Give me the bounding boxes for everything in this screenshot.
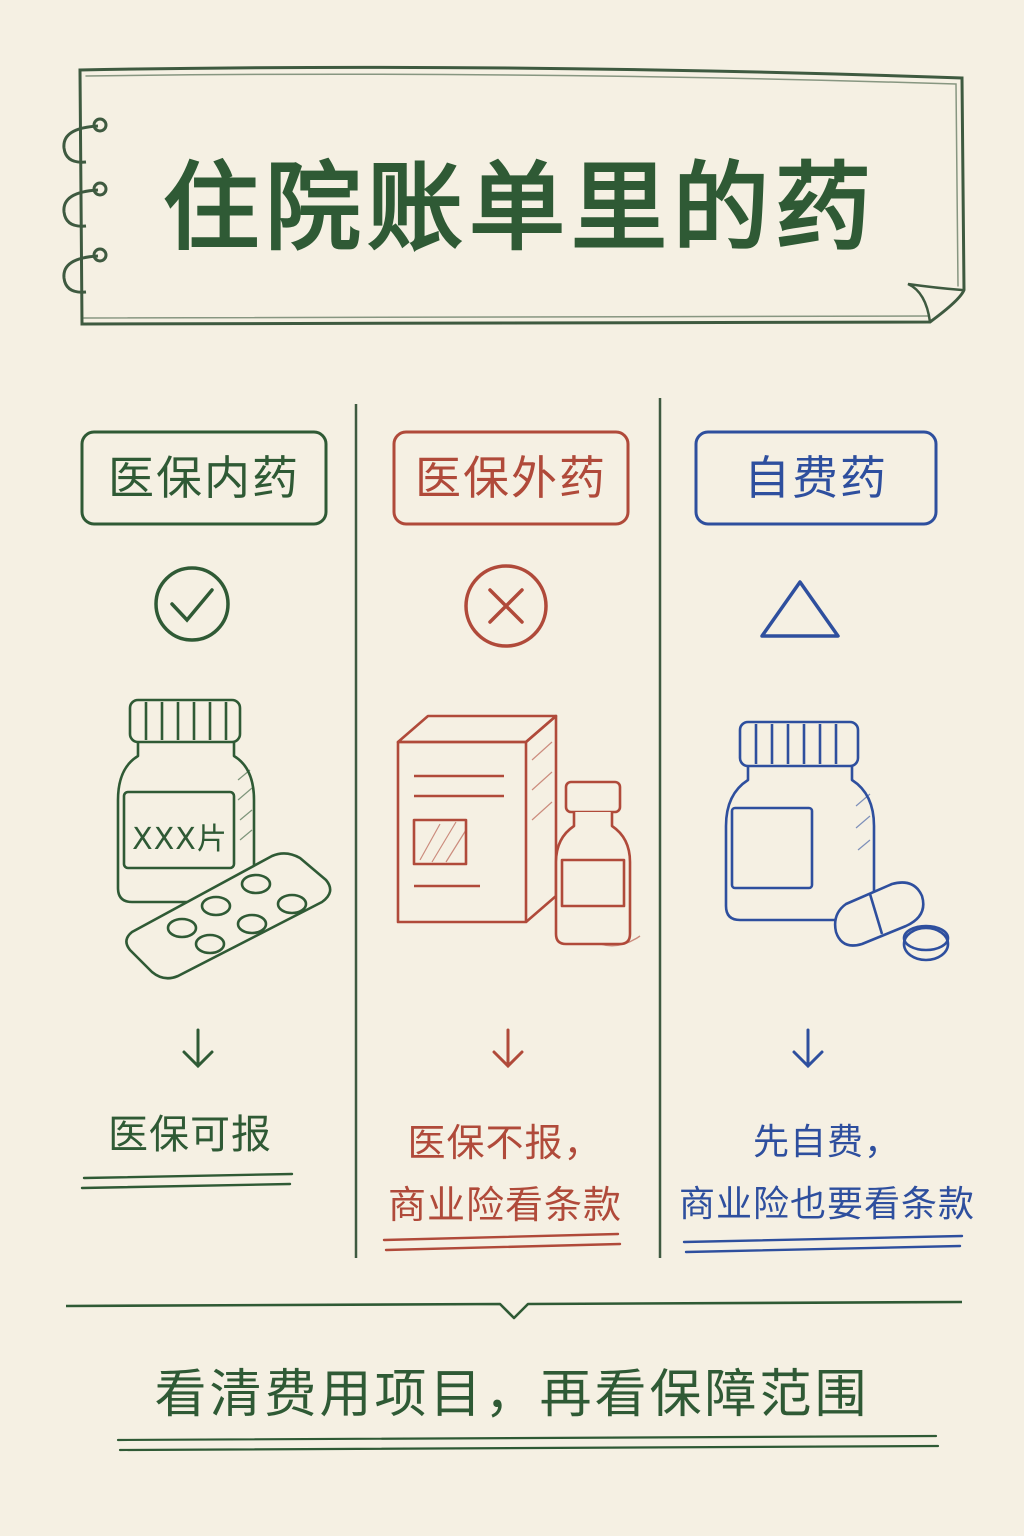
page-title: 住院账单里的药	[163, 152, 877, 264]
result-line: 先自费，	[752, 1122, 901, 1163]
result-line: 医保不报，	[407, 1121, 603, 1165]
arrow-down-icon	[182, 1028, 214, 1069]
bottle-label: XXX片	[132, 822, 228, 857]
result-underline-self-paid	[682, 1234, 964, 1254]
result-underline-insured	[80, 1172, 294, 1190]
spiral-rings-icon	[62, 117, 108, 294]
arrow-down-icon	[492, 1028, 524, 1069]
result-self-paid: 先自费， 商业险也要看条款	[672, 1112, 982, 1236]
summary-divider	[65, 1300, 963, 1320]
result-uninsured: 医保不报， 商业险看条款	[370, 1112, 640, 1236]
summary-text: 看清费用项目，再看保障范围	[154, 1365, 870, 1425]
result-line: 商业险看条款	[387, 1183, 622, 1227]
result-underline-uninsured	[382, 1232, 622, 1252]
triangle-icon	[760, 580, 840, 638]
result-line: 商业险也要看条款	[678, 1184, 975, 1225]
summary-underline	[116, 1434, 940, 1452]
arrow-down-icon	[792, 1028, 824, 1069]
category-box-self-paid	[694, 430, 938, 526]
column-dividers	[354, 398, 662, 1258]
title-card	[78, 65, 966, 326]
pill-bottle-and-capsule-icon	[724, 720, 950, 962]
category-box-insured	[80, 430, 328, 526]
category-label-uninsured: 医保外药	[415, 451, 607, 505]
medicine-box-and-vial-icon	[396, 714, 641, 947]
check-circle-icon	[154, 566, 230, 642]
cross-circle-icon	[464, 564, 548, 648]
result-insured: 医保可报	[70, 1104, 310, 1166]
category-label-insured: 医保内药	[108, 451, 300, 505]
result-line: 医保可报	[108, 1112, 272, 1158]
pill-bottle-and-blister-pack-icon	[116, 698, 332, 980]
category-box-uninsured	[392, 430, 630, 526]
category-label-self-paid: 自费药	[744, 451, 888, 505]
